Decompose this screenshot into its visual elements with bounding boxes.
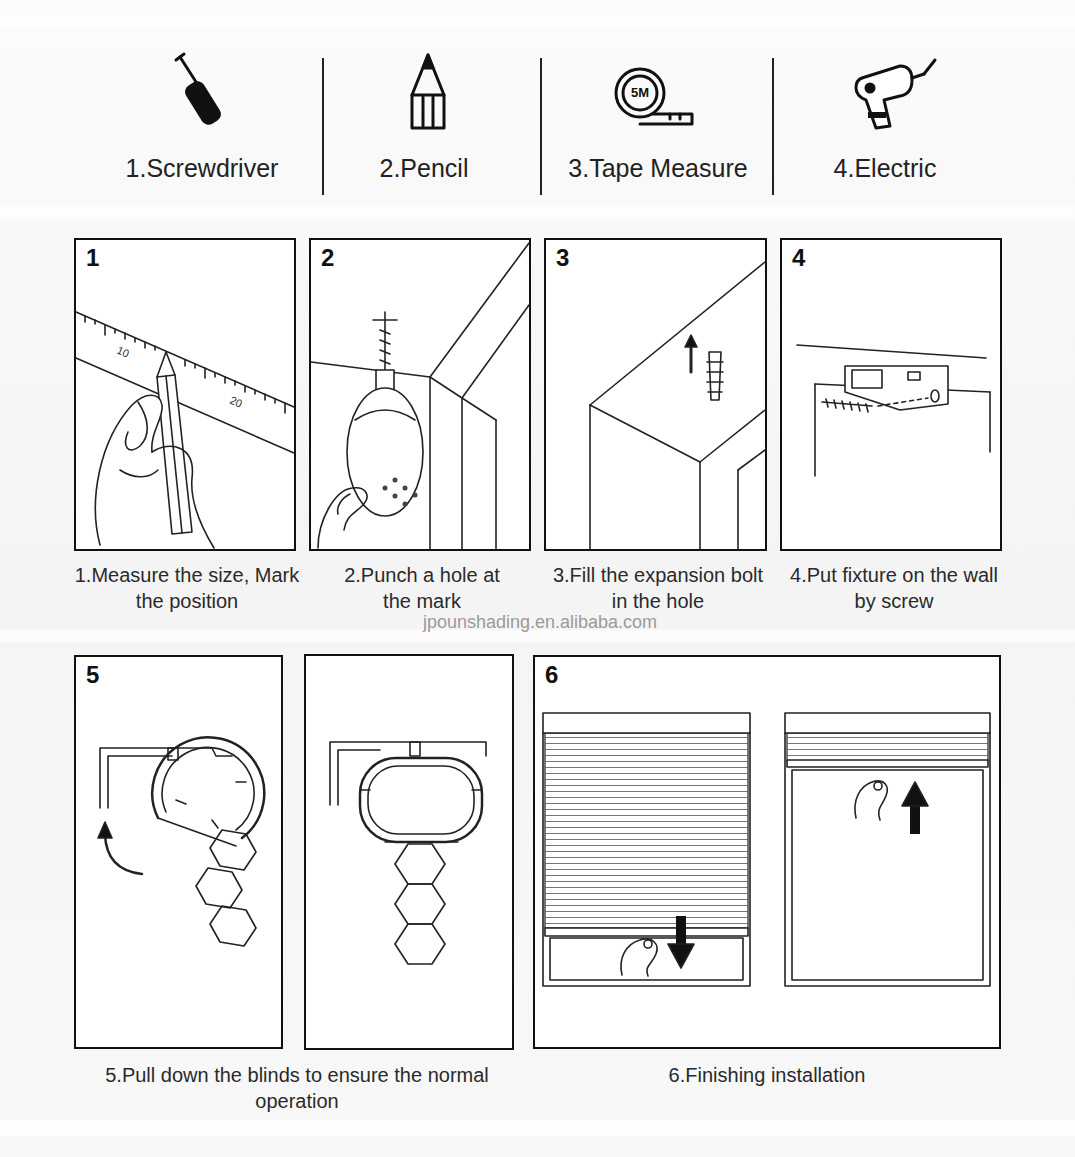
tool-name: 4.Electric [834,154,937,183]
step-panel: 33.Fill the expansion bolt in the hole [544,238,767,551]
step-caption: 4.Put fixture on the wall by screw [787,562,1002,614]
tool-name: 1.Screwdriver [126,154,279,183]
step-panel: 44.Put fixture on the wall by screw [780,238,1002,551]
step-number: 5 [86,663,99,687]
step-panel: 11.Measure the size, Mark the position [74,238,296,551]
step-number: 4 [792,246,805,270]
tool-name: 2.Pencil [380,154,469,183]
step-panel: 55.Pull down the blinds to ensure the no… [74,655,283,1049]
tape-length: 5M [631,86,649,101]
step-number: 2 [321,246,334,270]
step-caption: 3.Fill the expansion bolt in the hole [551,562,766,614]
watermark: jpounshading.en.alibaba.com [423,612,657,633]
step-caption: 5.Pull down the blinds to ensure the nor… [102,1062,492,1114]
tool-name: 3.Tape Measure [568,154,747,183]
step-number: 6 [545,663,558,687]
step-number: 1 [86,246,99,270]
step-number: 3 [556,246,569,270]
step-panel: 66.Finishing installation [533,655,1001,1049]
step-caption: 1.Measure the size, Mark the position [75,562,300,614]
step-panel: 22.Punch a hole at the mark [309,238,531,551]
step-caption: 2.Punch a hole at the mark [332,562,512,614]
step-caption: 6.Finishing installation [567,1062,967,1088]
